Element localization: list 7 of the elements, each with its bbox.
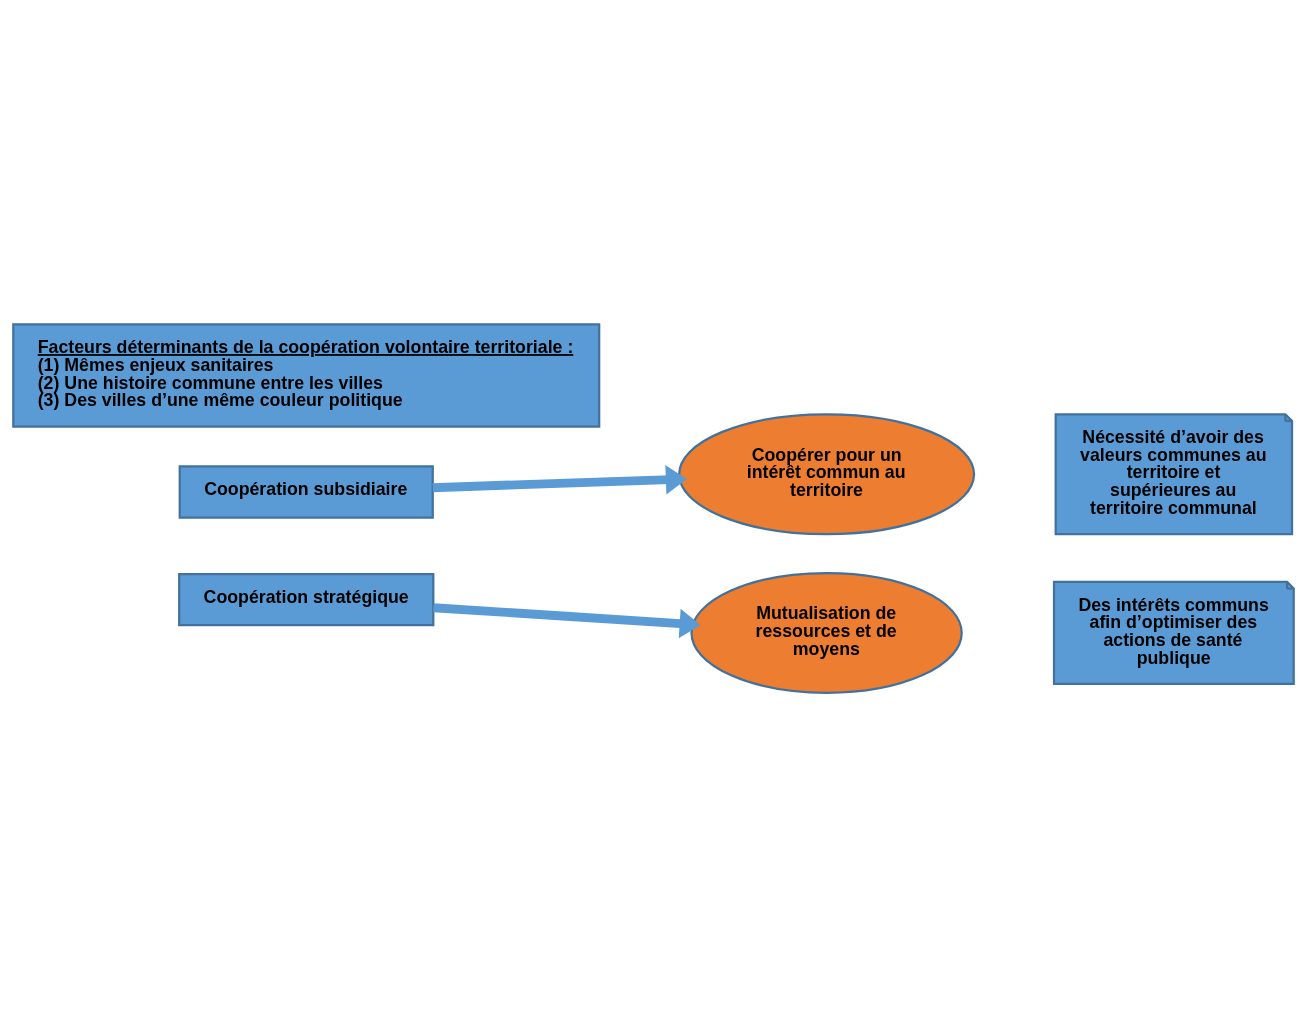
node-ellipse: Coopérer pour un intérêt commun au territoire: [678, 412, 976, 535]
arrow: [432, 464, 687, 494]
node-box: Facteurs déterminants de la coopération volontaire territoriale : (1) Mêmes enjeux sanitaires (2) Une histoire commune entre les villes (3) Des villes d’une même couleur politique: [12, 322, 601, 428]
node-ellipse: Mutualisation de ressources et de moyens: [690, 571, 963, 694]
node-box: Coopération subsidiaire: [178, 464, 434, 519]
node-box: Coopération stratégique: [178, 572, 435, 626]
arrow: [433, 602, 701, 638]
